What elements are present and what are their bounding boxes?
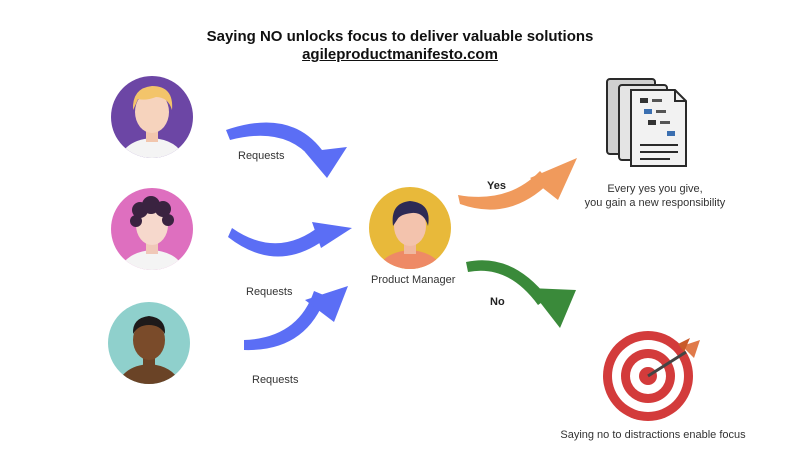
- requests-label-3: Requests: [252, 374, 299, 386]
- request-arrow-3-icon: [244, 286, 348, 351]
- yes-caption-line-1: Every yes you give,: [607, 183, 703, 195]
- yes-caption-line-2: you gain a new responsibility: [584, 197, 726, 209]
- requests-label-1: Requests: [238, 150, 285, 162]
- request-arrow-1-icon: [226, 122, 347, 178]
- request-arrow-2-icon: [228, 222, 352, 257]
- source-link[interactable]: agileproductmanifesto.com: [302, 46, 498, 63]
- yes-caption: Every yes you give, you gain a new respo…: [570, 182, 740, 210]
- requester-avatar-2-icon: [111, 188, 193, 270]
- product-manager-label: Product Manager: [371, 274, 456, 286]
- requests-label-2: Requests: [246, 286, 293, 298]
- yes-label: Yes: [487, 180, 506, 192]
- diagram-title: Saying NO unlocks focus to deliver valua…: [206, 28, 594, 45]
- requester-avatar-1-icon: [111, 76, 193, 158]
- requester-avatar-3-icon: [108, 302, 190, 384]
- no-arrow-icon: [466, 260, 576, 328]
- product-manager-avatar-icon: [369, 187, 451, 269]
- no-caption: Saying no to distractions enable focus: [560, 429, 746, 441]
- document-stack-icon: [606, 78, 687, 167]
- no-label: No: [490, 296, 505, 308]
- yes-arrow-icon: [458, 158, 577, 210]
- target-icon: [603, 331, 700, 421]
